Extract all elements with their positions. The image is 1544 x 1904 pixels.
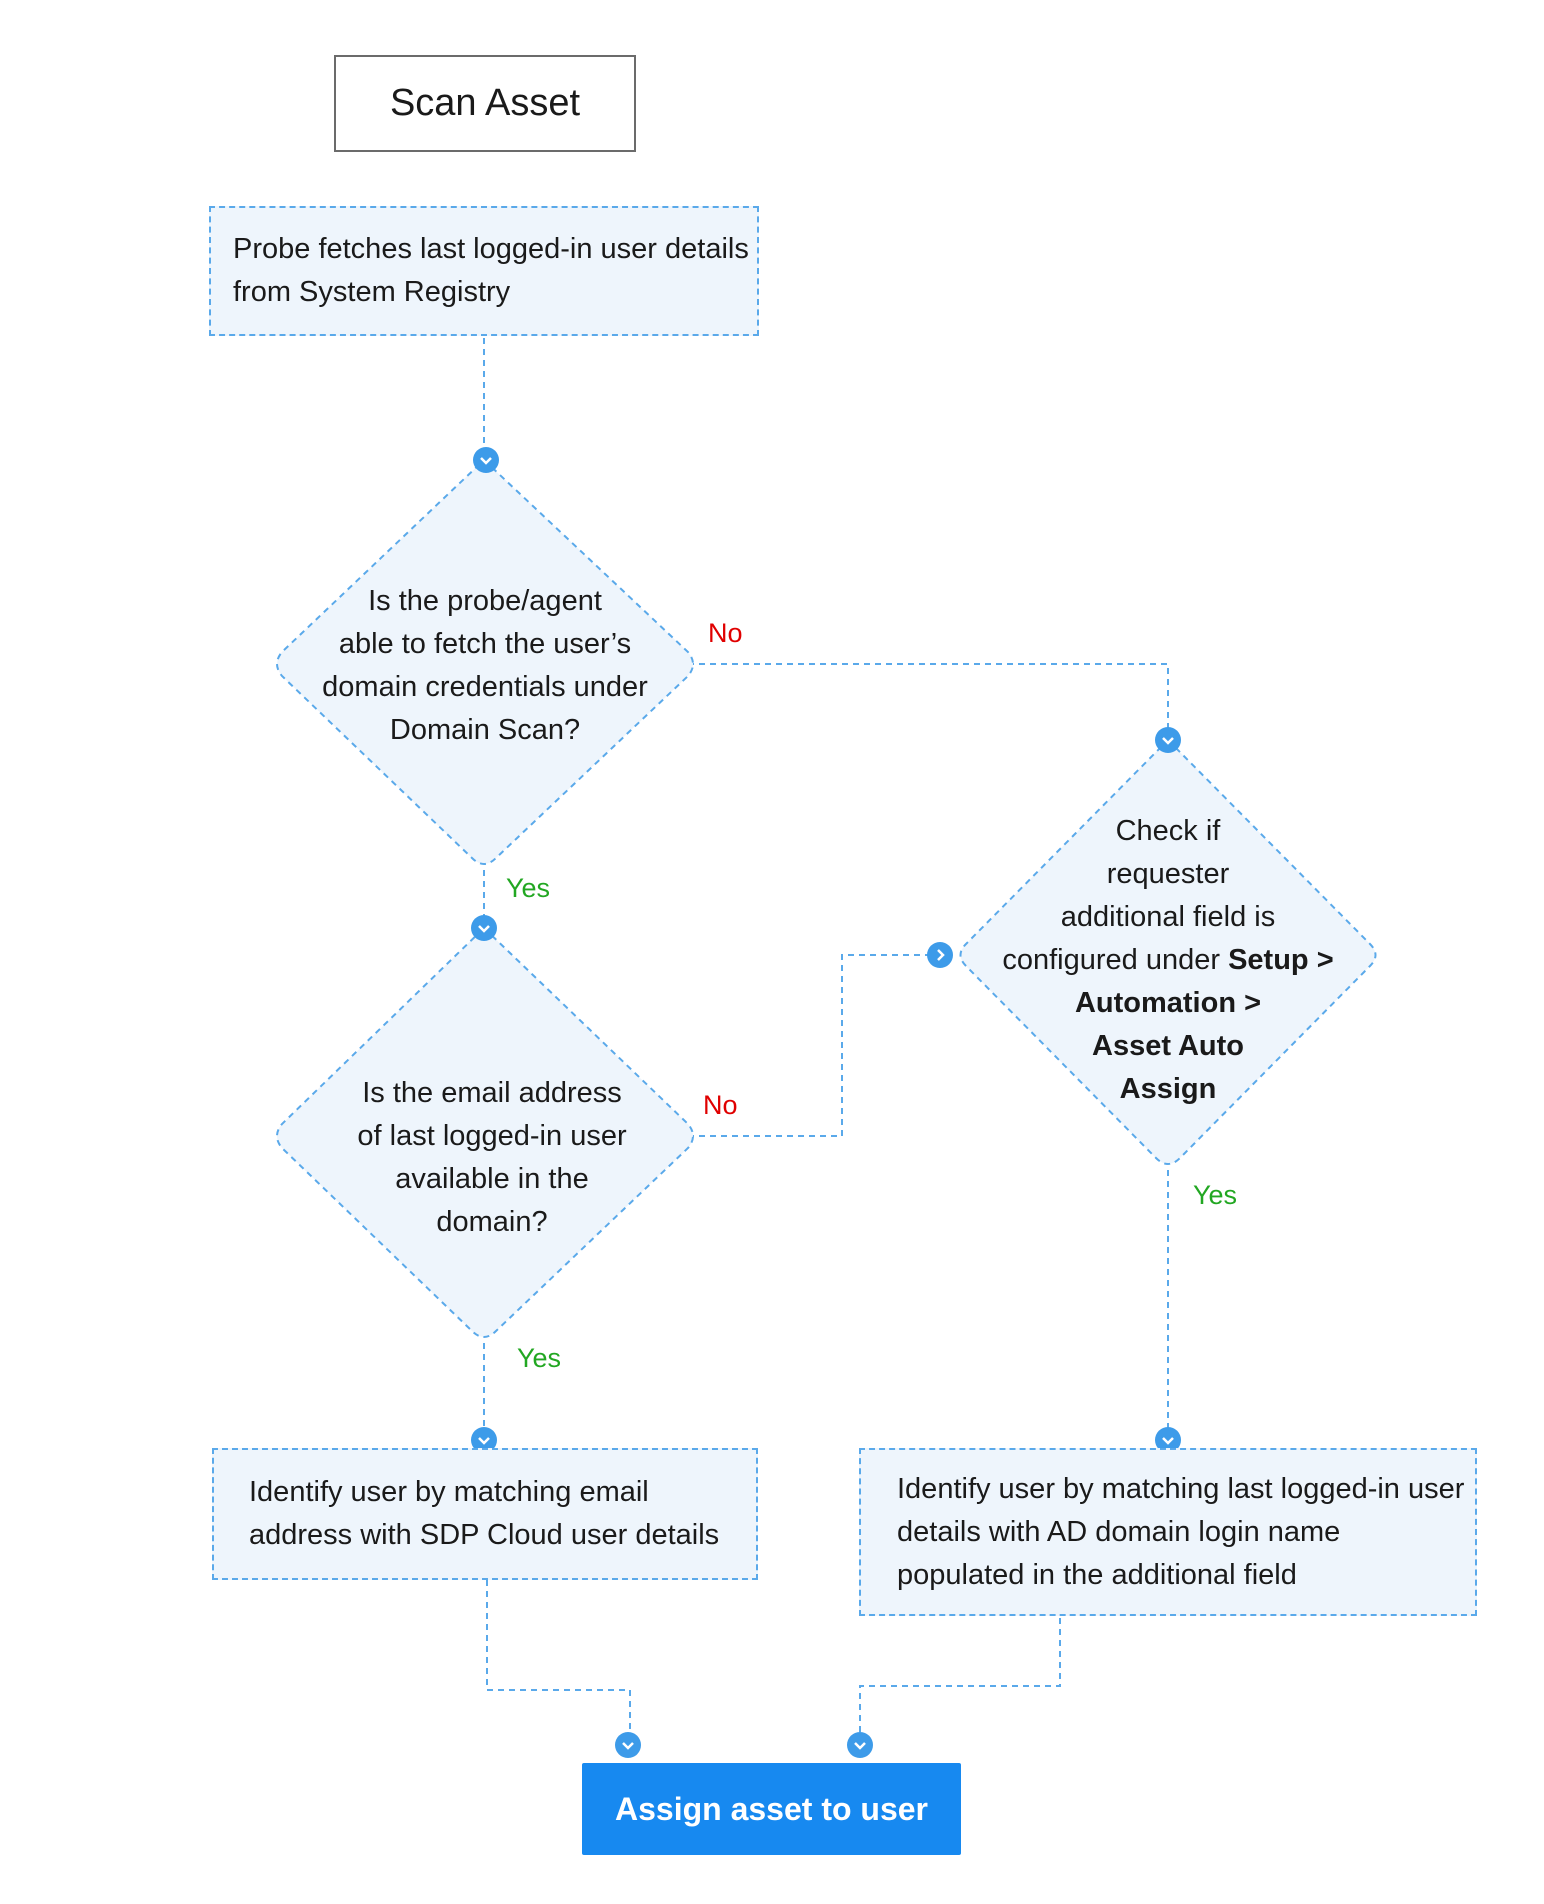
edge-label-email-yes: Yes — [517, 1343, 562, 1373]
decision-field-line-3: additional field is — [1060, 901, 1276, 933]
decision-field-line-4-bold: Setup > — [1228, 944, 1334, 976]
decision-domain-line-1: Is the probe/agent — [368, 585, 602, 617]
connector-email-no — [688, 954, 938, 1137]
decision-domain-text: Is the probe/agent able to fetch the use… — [300, 580, 670, 752]
decision-field-line-1: Check if — [1115, 815, 1221, 847]
process-identify-email-line-1: Identify user by matching email — [249, 1476, 649, 1508]
process-probe-line-1: Probe fetches last logged-in user detail… — [233, 233, 749, 265]
connector-ad-identify-to-end — [859, 1618, 1061, 1745]
process-identify-ad: Identify user by matching last logged-in… — [859, 1448, 1477, 1616]
decision-email-shape — [276, 926, 694, 1338]
end-node-assign-asset: Assign asset to user — [582, 1763, 961, 1855]
decision-email-line-3: available in the — [395, 1163, 589, 1195]
decision-domain-line-2: able to fetch the user’s — [338, 628, 632, 660]
chevron-right-icon — [927, 942, 953, 968]
connector-domain-no — [688, 663, 1169, 740]
decision-domain-shape — [276, 458, 694, 865]
decision-email-line-2: of last logged-in user — [357, 1120, 627, 1152]
chevron-down-icon — [473, 447, 499, 473]
chevron-down-icon — [471, 1427, 497, 1453]
process-identify-ad-line-2: details with AD domain login name — [897, 1515, 1341, 1548]
decision-field-shape — [959, 738, 1377, 1165]
decision-field-text: Check if requester additional field is c… — [968, 810, 1368, 1111]
process-probe-line-2: from System Registry — [233, 276, 511, 308]
decision-field-line-4: configured under Setup > — [968, 939, 1368, 982]
chevron-down-icon — [615, 1732, 641, 1758]
arrow-markers — [471, 447, 1181, 1758]
decision-field-line-7: Assign — [1119, 1073, 1217, 1105]
chevron-down-icon — [1155, 1427, 1181, 1453]
start-node-label: Scan Asset — [389, 82, 581, 124]
edge-label-domain-no: No — [708, 618, 743, 648]
connector-email-identify-to-end — [486, 1580, 631, 1745]
process-identify-ad-line-1: Identify user by matching last logged-in… — [897, 1472, 1465, 1505]
decision-email-line-1: Is the email address — [362, 1077, 622, 1109]
decision-email-line-4: domain? — [436, 1206, 548, 1238]
process-probe-text: Probe fetches last logged-in user detail… — [233, 228, 749, 314]
edge-label-domain-yes: Yes — [506, 873, 551, 903]
decision-domain-line-4: Domain Scan? — [389, 714, 581, 746]
process-identify-email-line-2: address with SDP Cloud user details — [249, 1519, 720, 1551]
decision-email-text: Is the email address of last logged-in u… — [307, 1072, 677, 1244]
chevron-down-icon — [1155, 727, 1181, 753]
edge-label-email-no: No — [703, 1090, 738, 1120]
end-node-label: Assign asset to user — [615, 1790, 928, 1827]
decision-field-line-6: Asset Auto — [1092, 1030, 1244, 1062]
process-identify-email-text: Identify user by matching email address … — [249, 1471, 719, 1557]
decision-field-line-5: Automation > — [1074, 987, 1262, 1019]
decision-field-line-4-plain: configured under — [1002, 944, 1229, 976]
chevron-down-icon — [471, 915, 497, 941]
process-identify-ad-line-3: populated in the additional field — [897, 1558, 1297, 1591]
chevron-down-icon — [847, 1732, 873, 1758]
edge-label-field-yes: Yes — [1193, 1180, 1238, 1210]
decision-domain-line-3: domain credentials under — [322, 671, 648, 703]
process-identify-email: Identify user by matching email address … — [212, 1448, 758, 1580]
process-probe-fetch: Probe fetches last logged-in user detail… — [209, 206, 759, 336]
decision-field-line-2: requester — [1106, 858, 1230, 890]
process-identify-ad-text: Identify user by matching last logged-in… — [897, 1468, 1464, 1597]
start-node-scan-asset: Scan Asset — [334, 55, 636, 152]
